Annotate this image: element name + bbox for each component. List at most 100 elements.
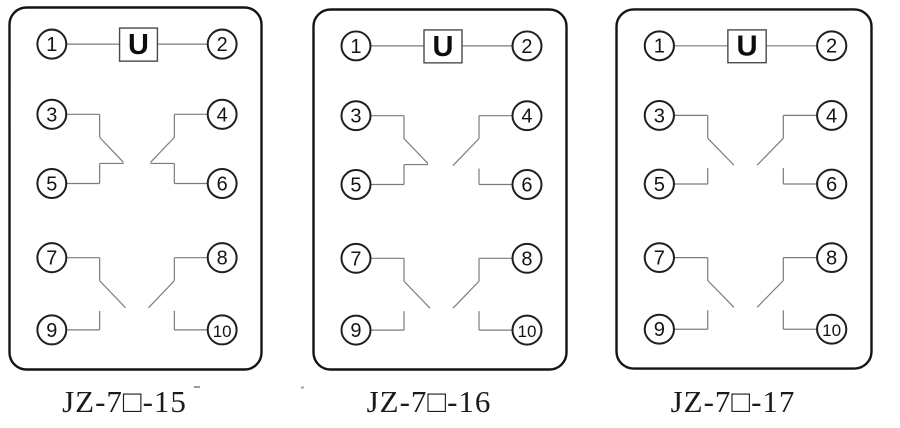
pin-9-label: 9 — [350, 320, 361, 342]
pin-1-label: 1 — [46, 34, 57, 56]
pin-8-label: 8 — [217, 248, 228, 270]
coil-box — [423, 29, 463, 64]
pin-9-circle — [36, 314, 68, 346]
contact-3-5-open: 35 — [643, 99, 735, 200]
pin-8-circle — [511, 242, 543, 274]
pin-1-circle — [643, 30, 675, 62]
pin-3-label: 3 — [350, 106, 361, 128]
coil-label: U — [433, 31, 454, 63]
contact-8-10-open: 810 — [756, 242, 848, 345]
contact-7-9-open: 79 — [643, 242, 735, 345]
pin-5-circle — [340, 169, 372, 200]
wire — [150, 136, 175, 163]
pin-3-circle — [643, 99, 675, 131]
scan-artifact — [301, 386, 304, 389]
pin-3-circle — [340, 100, 372, 132]
contact-4-6-open: 46 — [452, 100, 543, 200]
pin-7-label: 7 — [654, 248, 665, 270]
pin-9-label: 9 — [654, 319, 665, 341]
wire — [756, 137, 784, 166]
pin-4-circle — [206, 98, 238, 130]
contact-7-9-open: 79 — [36, 242, 126, 346]
pin-10-label: 10 — [822, 321, 841, 340]
wire — [99, 136, 124, 163]
pin-1-circle — [340, 30, 372, 62]
wire — [452, 138, 480, 166]
model-label: JZ-7□-16 — [366, 384, 492, 419]
pin-4-circle — [511, 100, 543, 132]
contact-8-10-open: 8 10 — [148, 242, 238, 346]
wire — [403, 138, 429, 164]
pin-7-circle — [643, 242, 675, 274]
pin-2-circle — [816, 30, 848, 62]
pin-2-circle — [206, 28, 238, 60]
enclosure-outline — [8, 6, 263, 371]
pin-5-circle — [643, 168, 675, 200]
wire — [452, 280, 480, 309]
pin-6-label: 6 — [521, 175, 532, 197]
pin-5-label: 5 — [654, 174, 665, 196]
pin-7-circle — [340, 242, 372, 274]
pin-2-label: 2 — [521, 36, 532, 58]
pin-2-label: 2 — [217, 34, 228, 56]
pin-4-label: 4 — [521, 106, 532, 128]
pin-2-label: 2 — [826, 36, 837, 58]
pin-3-label: 3 — [654, 105, 665, 127]
pin-3-label: 3 — [46, 104, 57, 126]
pin-1-label: 1 — [654, 36, 665, 58]
pin-5-circle — [36, 167, 68, 200]
model-label: JZ-7□-15 — [62, 384, 187, 419]
wire — [707, 137, 735, 166]
pin-7-label: 7 — [46, 248, 57, 270]
enclosure-outline — [615, 8, 873, 370]
wire — [99, 280, 126, 309]
coil-label: U — [128, 29, 149, 61]
scan-artifact — [194, 386, 200, 388]
pin-4-label: 4 — [217, 104, 228, 126]
pin-7-circle — [36, 242, 68, 274]
pin-9-circle — [340, 314, 372, 346]
contact-3-5-closed: 35 — [340, 100, 429, 200]
pin-5-label: 5 — [350, 175, 361, 197]
pin-6-circle — [816, 168, 848, 200]
pin-4-label: 4 — [826, 105, 837, 127]
contact-4-6-open: 46 — [756, 99, 848, 200]
pin-9-label: 9 — [46, 320, 57, 342]
pin-10-label: 10 — [213, 322, 232, 341]
pin-10-circle — [511, 314, 543, 346]
pin-6-label: 6 — [217, 173, 228, 195]
contact-3-5-closed: 35 — [36, 98, 124, 200]
contact-8-10-open: 8 10 — [452, 242, 543, 346]
wire — [756, 280, 784, 308]
pin-10-circle — [816, 313, 848, 345]
pin-3-circle — [36, 98, 68, 130]
pin-10-label: 10 — [518, 322, 537, 341]
pin-8-circle — [816, 242, 848, 274]
pin-5-label: 5 — [46, 173, 57, 195]
wire — [403, 280, 431, 309]
pin-8-label: 8 — [521, 248, 532, 270]
contact-4-6-closed: 46 — [150, 98, 238, 200]
coil-label: U — [736, 31, 757, 63]
enclosure-outline — [312, 8, 568, 371]
pin-9-circle — [643, 313, 675, 345]
contact-7-9-open: 79 — [340, 242, 431, 346]
pin-6-label: 6 — [826, 174, 837, 196]
pin-8-circle — [206, 242, 238, 274]
pin-6-circle — [206, 167, 238, 200]
wire — [707, 280, 735, 308]
pin-10-circle — [206, 314, 238, 346]
wire — [148, 280, 175, 309]
pin-1-circle — [36, 28, 68, 60]
pin-1-label: 1 — [350, 36, 361, 58]
pin-7-label: 7 — [350, 248, 361, 270]
pin-6-circle — [511, 169, 543, 200]
coil-box — [727, 29, 767, 64]
